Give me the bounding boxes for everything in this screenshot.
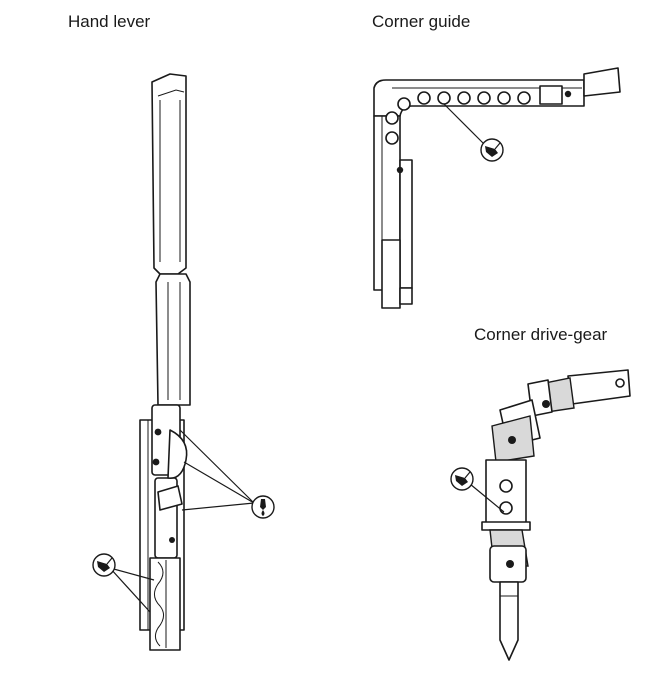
grease-brush-icon (92, 553, 116, 577)
corner-drive-gear-label: Corner drive-gear (474, 325, 608, 344)
hand-lever-drawing (109, 73, 255, 651)
grease-brush-icon (450, 467, 474, 491)
grease-brush-icon (480, 138, 504, 162)
corner-guide-drawing (373, 67, 621, 309)
guide-holes (385, 91, 531, 145)
corner-drive-gear-drawing (469, 369, 631, 661)
oil-drop-icon (251, 495, 275, 519)
corner-guide-label: Corner guide (372, 12, 471, 31)
hand-lever-label: Hand lever (68, 12, 151, 31)
